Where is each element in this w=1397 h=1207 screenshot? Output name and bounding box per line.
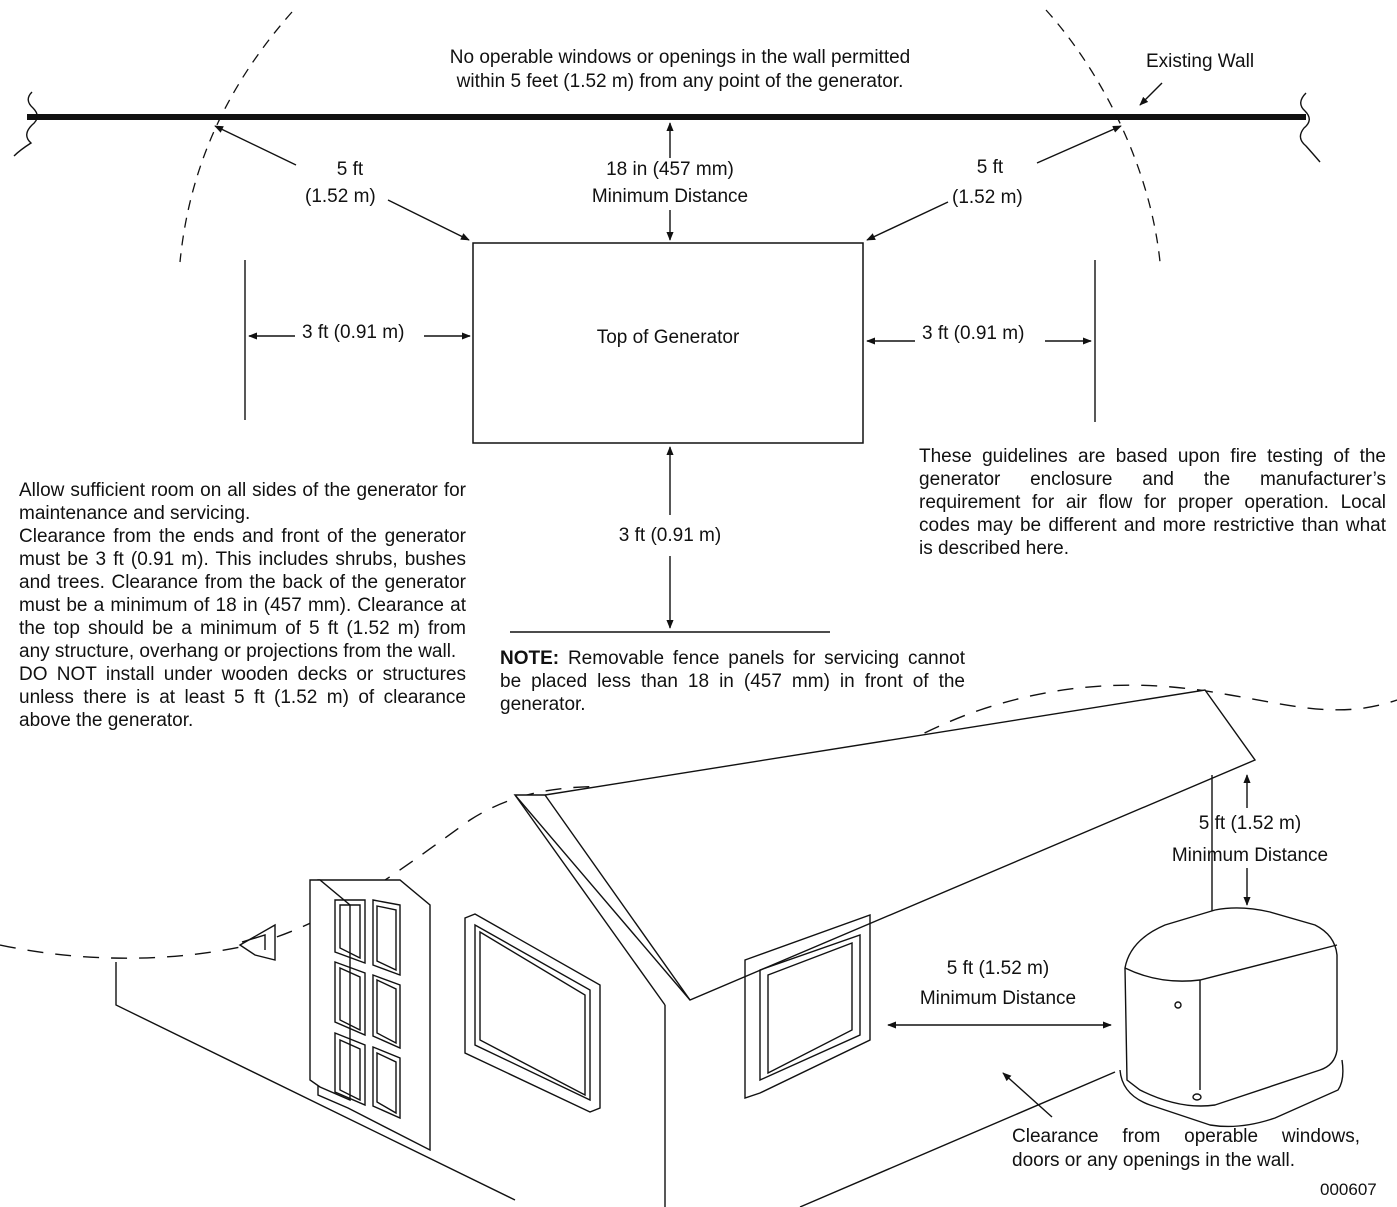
left-side-label: 3 ft (0.91 m)	[302, 322, 405, 343]
figure-code: 000607	[1320, 1180, 1377, 1199]
roof	[515, 690, 1255, 1000]
back-min-label: Minimum Distance	[591, 186, 749, 207]
right-guidelines-text: These guidelines are based upon fire tes…	[919, 445, 1386, 560]
left-diag-arrow-up	[214, 126, 296, 165]
fence-note: NOTE: Removable fence panels for servici…	[500, 647, 965, 716]
right-diag-ft-label: 5 ft	[976, 157, 1004, 178]
left-text-p1: Allow sufficient room on all sides of th…	[19, 480, 466, 524]
note-label: NOTE:	[500, 648, 560, 669]
right-diag-m-label: (1.52 m)	[952, 187, 1023, 208]
house-illustration	[0, 685, 1397, 1207]
clearance-caption-line1: Clearance from operable windows,	[1012, 1126, 1360, 1147]
existing-wall-pointer	[1139, 83, 1162, 106]
no-openings-line1: No operable windows or openings in the w…	[449, 47, 911, 68]
right-diag-arrow-up	[1037, 126, 1122, 163]
no-openings-line2: within 5 feet (1.52 m) from any point of…	[456, 71, 904, 92]
right-clearance-arc	[1046, 10, 1160, 262]
house-side-min-label: Minimum Distance	[919, 988, 1077, 1009]
existing-wall-label: Existing Wall	[1146, 51, 1255, 72]
front-distance-label: 3 ft (0.91 m)	[618, 525, 722, 546]
left-diag-ft-label: 5 ft	[336, 159, 364, 180]
note-text: Removable fence panels for servicing can…	[500, 648, 965, 715]
right-text-p1: These guidelines are based upon fire tes…	[919, 446, 1386, 559]
left-clearance-arc	[180, 12, 292, 262]
back-distance-label: 18 in (457 mm)	[606, 159, 734, 180]
generator-label: Top of Generator	[596, 327, 740, 348]
right-side-label: 3 ft (0.91 m)	[922, 323, 1025, 344]
house-side-distance-label: 5 ft (1.52 m)	[946, 958, 1050, 979]
left-diag-arrow-down	[388, 200, 470, 240]
generator-top-rect	[473, 243, 863, 443]
wall-break-right	[1300, 93, 1320, 162]
house-window	[465, 914, 600, 1112]
house-top-min-label: Minimum Distance	[1171, 845, 1329, 866]
left-text-p3: DO NOT install under wooden decks or str…	[19, 664, 466, 731]
generator-enclosure	[1125, 908, 1337, 1106]
house-window-right	[745, 915, 870, 1098]
house-top-distance-label: 5 ft (1.52 m)	[1198, 813, 1302, 834]
clearance-pointer	[1002, 1072, 1052, 1117]
left-text-p2: Clearance from the ends and front of the…	[19, 526, 466, 662]
right-diag-arrow-down	[866, 202, 948, 240]
left-diag-m-label: (1.52 m)	[305, 186, 376, 207]
wall-break-left	[14, 92, 37, 156]
clearance-caption-line2: doors or any openings in the wall.	[1012, 1150, 1296, 1171]
left-guidelines-text: Allow sufficient room on all sides of th…	[19, 479, 466, 732]
